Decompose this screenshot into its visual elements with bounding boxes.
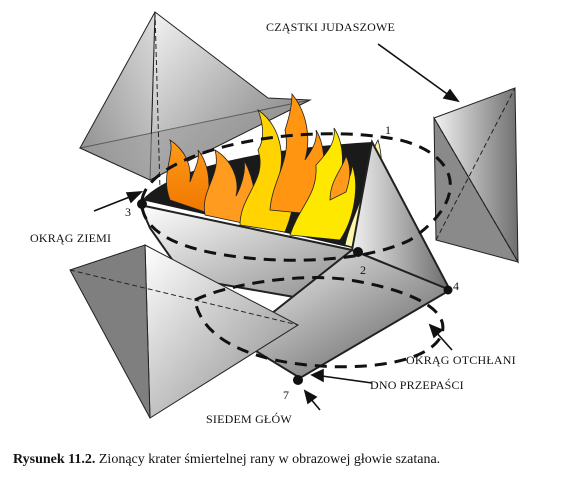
point-7-dot	[293, 375, 303, 385]
point-4-dot	[443, 285, 453, 295]
point-1-label: 1	[385, 123, 391, 137]
abyss-circle	[193, 276, 445, 369]
label-earth-circle: OKRĄG ZIEMI	[30, 231, 111, 245]
label-judas-particles: CZĄSTKI JUDASZOWE	[266, 20, 395, 34]
label-abyss-circle: OKRĄG OTCHŁANI	[406, 353, 516, 367]
label-seven-heads: SIEDEM GŁÓW	[206, 412, 292, 426]
point-2-label: 2	[360, 263, 366, 277]
top-left-pyramid	[78, 11, 312, 191]
point-7-label: 7	[283, 388, 289, 402]
caption-text: Zionący krater śmiertelnej rany w obrazo…	[95, 452, 441, 467]
label-abyss-floor: DNO PRZEPAŚCI	[370, 378, 464, 392]
point-3-dot	[137, 199, 147, 209]
point-4-label: 4	[453, 279, 459, 293]
arrows	[93, 43, 460, 411]
point-3-label: 3	[125, 205, 131, 219]
point-2-dot	[353, 247, 363, 257]
figure-caption: Rysunek 11.2. Zionący krater śmiertelnej…	[13, 452, 573, 468]
right-pyramid	[433, 87, 520, 264]
bottom-left-pyramid	[69, 244, 300, 419]
caption-label: Rysunek 11.2.	[13, 452, 96, 467]
earth-circle	[140, 132, 452, 262]
